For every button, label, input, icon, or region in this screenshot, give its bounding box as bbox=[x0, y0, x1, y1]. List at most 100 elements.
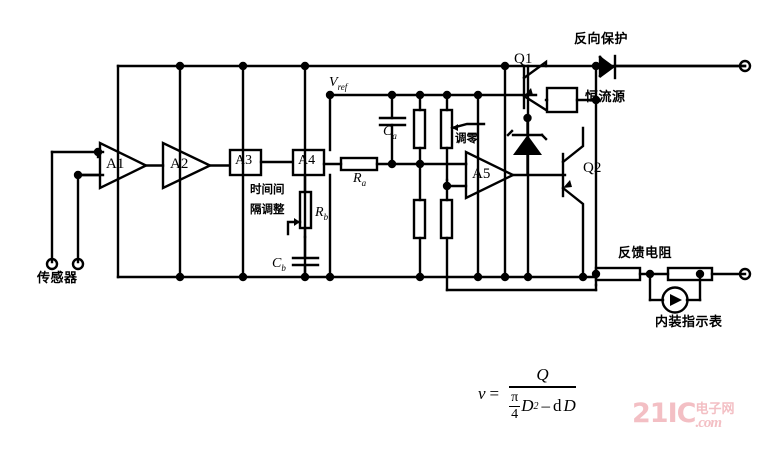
label-rb-main: R bbox=[315, 205, 324, 220]
formula-fraction-bar bbox=[509, 386, 576, 388]
label-cb-sub: b bbox=[281, 262, 286, 273]
junction-fb-left bbox=[591, 269, 601, 279]
junction-vref-rb bbox=[325, 90, 335, 100]
revprot-triangle bbox=[600, 56, 615, 78]
junction-ccs-out bbox=[591, 95, 601, 105]
formula-d-exponent: 2 bbox=[533, 400, 539, 412]
junction-bot-a4 bbox=[300, 272, 310, 282]
label-vref-sub: ref bbox=[337, 81, 348, 92]
label-feedback-resistor: 反馈电阻 bbox=[618, 246, 673, 261]
zener-bar-right-tick bbox=[540, 133, 548, 141]
a5-feedback-junction bbox=[442, 181, 452, 191]
amp-a1-body bbox=[98, 141, 149, 190]
divider-resistor-lower-1 bbox=[412, 198, 427, 240]
label-vref-main: V bbox=[329, 75, 338, 90]
junction-top-q1l bbox=[500, 61, 510, 71]
sensor-terminal-2 bbox=[71, 257, 85, 271]
amp-a2-body bbox=[161, 141, 213, 190]
block-a4-body bbox=[291, 148, 326, 177]
junction-bot-a5 bbox=[473, 272, 483, 282]
label-cb: Cb bbox=[272, 257, 286, 273]
q1-collector bbox=[522, 59, 548, 80]
watermark-stack: 电子网.com bbox=[695, 400, 734, 431]
builtin-meter-circle bbox=[661, 286, 689, 314]
junction-bot-rb bbox=[325, 272, 335, 282]
label-time-interval-line1: 时间间 bbox=[250, 182, 285, 196]
label-a3: A3 bbox=[235, 153, 253, 168]
divider-resistor-upper-1 bbox=[412, 108, 427, 150]
junction-top-a3 bbox=[238, 61, 248, 71]
resistor-feedback-right bbox=[666, 266, 714, 282]
watermark-brand: 21IC bbox=[632, 398, 696, 429]
label-rb: Rb bbox=[315, 206, 328, 222]
output-terminal-bottom bbox=[738, 267, 752, 281]
pot-zero-adjust-body bbox=[439, 108, 454, 150]
q1-emitter-arrow bbox=[524, 88, 533, 96]
junction-vref-div1 bbox=[415, 90, 425, 100]
label-ca: Ca bbox=[383, 125, 397, 141]
formula-lowercase-d: d bbox=[553, 396, 562, 416]
label-ra: Ra bbox=[353, 172, 366, 188]
q2-emitter bbox=[561, 186, 585, 279]
label-ca-sub: a bbox=[392, 130, 397, 141]
junction-vref-pot bbox=[442, 90, 452, 100]
label-vref: Vref bbox=[329, 76, 347, 92]
junction-top-ccs bbox=[591, 61, 601, 71]
meter-junction-right bbox=[695, 269, 705, 279]
junction-bot-q2e bbox=[578, 272, 588, 282]
label-a4: A4 bbox=[298, 153, 316, 168]
label-reverse-protection: 反向保护 bbox=[574, 32, 629, 47]
formula-minus: – bbox=[541, 396, 551, 416]
label-cb-main: C bbox=[272, 256, 282, 271]
label-time-interval-line2: 隔调整 bbox=[250, 202, 285, 216]
junction-bot-ql bbox=[500, 272, 510, 282]
label-zero-adjust: 调零 bbox=[455, 131, 478, 145]
constant-current-source-box bbox=[545, 86, 579, 114]
formula-pi-over-four: π 4 bbox=[509, 389, 521, 423]
label-builtin-indicator-meter: 内装指示表 bbox=[655, 315, 723, 330]
zener-bar-left-tick bbox=[506, 129, 514, 137]
junction-top-a4 bbox=[300, 61, 310, 71]
junction-vref-end bbox=[473, 90, 483, 100]
label-a1: A1 bbox=[106, 156, 125, 172]
formula-d: D bbox=[521, 396, 534, 416]
label-ra-sub: a bbox=[361, 177, 367, 188]
formula-equals: = bbox=[489, 383, 500, 403]
junction-zener-top bbox=[523, 113, 532, 123]
junction-vref-ca bbox=[387, 90, 397, 100]
label-a5: A5 bbox=[472, 166, 491, 182]
watermark-cn: 电子网 bbox=[695, 402, 735, 417]
label-ca-main: C bbox=[383, 124, 393, 139]
resistor-ra-body bbox=[339, 156, 379, 172]
label-constant-current-source: 恒流源 bbox=[585, 90, 626, 105]
label-a2: A2 bbox=[170, 156, 189, 172]
formula-numerator: Q bbox=[536, 365, 549, 384]
q1-emitter bbox=[522, 94, 548, 112]
resistor-feedback-left bbox=[594, 266, 642, 282]
builtin-meter-pointer bbox=[670, 294, 682, 306]
divider-resistor-lower-2 bbox=[439, 198, 454, 240]
zener-triangle bbox=[513, 135, 542, 155]
pot-zero-wiper-arrow bbox=[452, 124, 458, 131]
formula-capital-d2: D bbox=[563, 396, 576, 416]
sensor-terminal-1 bbox=[45, 257, 59, 271]
formula-four: 4 bbox=[511, 406, 519, 422]
label-q1: Q1 bbox=[514, 51, 533, 67]
meter-junction-left bbox=[645, 269, 655, 279]
pot-time-wiper-arrow bbox=[294, 218, 300, 226]
label-sensor: 传感器 bbox=[37, 271, 78, 286]
label-ra-main: R bbox=[353, 171, 362, 186]
junction-bot-a3 bbox=[238, 272, 248, 282]
label-q2: Q2 bbox=[583, 160, 602, 176]
junction-bot-div1 bbox=[415, 272, 425, 282]
formula-pi: π bbox=[511, 389, 519, 405]
junction-div1-signal bbox=[415, 159, 425, 169]
junction-top-a2 bbox=[175, 61, 185, 71]
amp-a5-body bbox=[464, 150, 516, 200]
